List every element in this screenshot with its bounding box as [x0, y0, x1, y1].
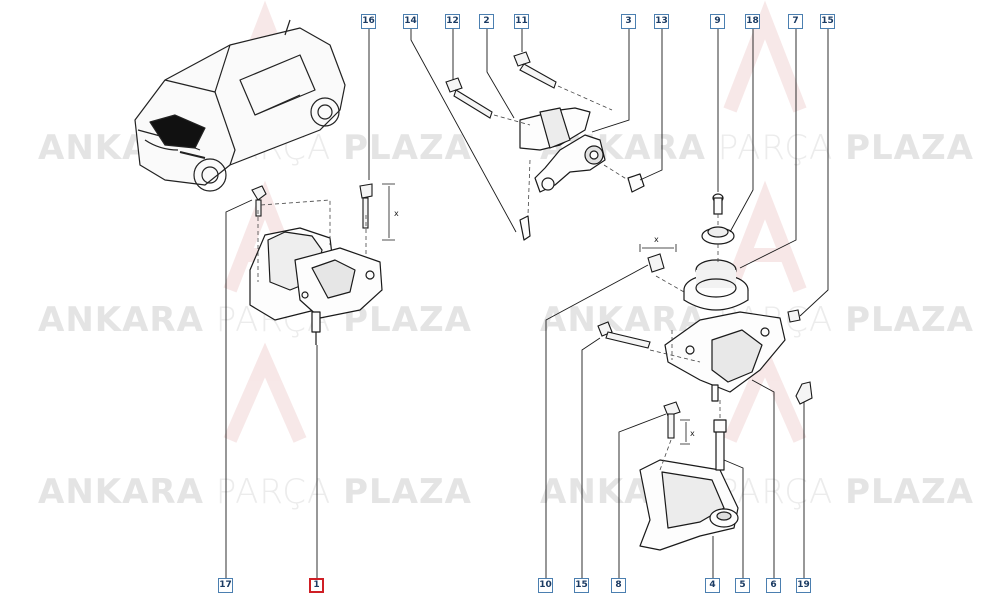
dashed-guides — [649, 214, 721, 471]
lower-support-icon — [639, 419, 739, 551]
svg-text:x: x — [394, 209, 399, 218]
callout-label: 5 — [735, 578, 750, 593]
callout-label: 16 — [361, 14, 376, 29]
nut-icon — [647, 253, 665, 273]
dimension-marker: x x — [639, 235, 695, 445]
bolt-icon — [597, 309, 813, 405]
callout-label: 15 — [820, 14, 835, 29]
callout-label: 17 — [218, 578, 233, 593]
svg-text:x: x — [654, 235, 659, 244]
bolt-icon — [251, 183, 373, 229]
callout-label: 6 — [766, 578, 781, 593]
callout-label: 7 — [788, 14, 803, 29]
callout-label: 19 — [796, 578, 811, 593]
torque-rod-icon — [519, 107, 645, 241]
bolt-icon — [663, 401, 681, 439]
dashed-guides — [257, 199, 367, 282]
engine-mount-right-icon — [683, 193, 749, 311]
car-icon — [134, 19, 346, 192]
leader-lines — [225, 28, 829, 578]
callout-label: 8 — [611, 578, 626, 593]
callout-label: 15 — [574, 578, 589, 593]
callout-label: 2 — [479, 14, 494, 29]
dimension-marker: x — [382, 183, 399, 241]
callout-label: 14 — [403, 14, 418, 29]
callout-label: 18 — [745, 14, 760, 29]
callout-label-highlighted: 1 — [309, 578, 324, 593]
callout-label: 12 — [445, 14, 460, 29]
callout-label: 4 — [705, 578, 720, 593]
callout-label: 11 — [514, 14, 529, 29]
callout-label: 9 — [710, 14, 725, 29]
callout-label: 10 — [538, 578, 553, 593]
callout-label: 3 — [621, 14, 636, 29]
bracket-icon — [664, 311, 786, 402]
watermark: ANKARA PARÇA PLAZA — [38, 472, 472, 512]
svg-text:x: x — [690, 429, 695, 438]
callout-label: 13 — [654, 14, 669, 29]
engine-mount-left-icon — [249, 227, 383, 345]
bolt-icon — [445, 51, 557, 119]
dashed-guides — [493, 85, 629, 216]
